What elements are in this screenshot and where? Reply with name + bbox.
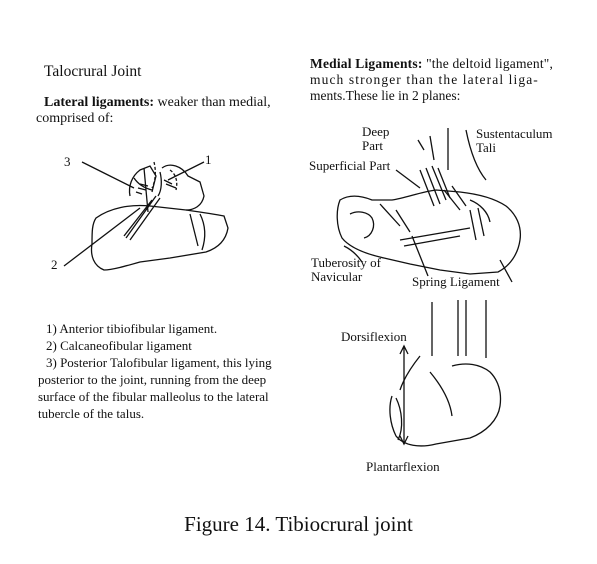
list-item: posterior to the joint, running from the… bbox=[38, 372, 267, 387]
ligament-list: 1) Anterior tibiofibular ligament. 2) Ca… bbox=[38, 320, 311, 422]
lateral-label-3: 3 bbox=[64, 154, 71, 169]
lateral-ankle-drawing bbox=[63, 161, 229, 271]
label-deep-part: Deep Part bbox=[362, 124, 390, 153]
medial-ankle-drawing bbox=[336, 128, 522, 283]
list-item: 2) Calcaneofibular ligament bbox=[46, 338, 192, 353]
label-spring-ligament: Spring Ligament bbox=[412, 274, 500, 289]
lateral-heading-bold: Lateral ligaments: bbox=[44, 95, 155, 110]
list-item: 1) Anterior tibiofibular ligament. bbox=[46, 321, 218, 336]
figure-caption: Figure 14. Tibiocrural joint bbox=[184, 512, 413, 536]
medial-heading-text: "the deltoid ligament", bbox=[422, 56, 554, 71]
label-superficial-part: Superficial Part bbox=[309, 158, 391, 173]
lateral-label-1: 1 bbox=[205, 152, 212, 167]
list-item: 3) Posterior Talofibular ligament, this … bbox=[46, 355, 272, 370]
medial-line-3: ments.These lie in 2 planes: bbox=[310, 88, 461, 103]
lateral-ligaments-heading: Lateral ligaments: weaker than medial, bbox=[44, 95, 314, 111]
list-item: tubercle of the talus. bbox=[38, 406, 145, 421]
lateral-label-2: 2 bbox=[51, 257, 58, 272]
medial-heading-bold: Medial Ligaments: bbox=[310, 56, 423, 71]
label-dorsiflexion: Dorsiflexion bbox=[341, 329, 407, 344]
left-title: Talocrural Joint bbox=[44, 63, 142, 80]
lateral-heading-text: weaker than medial, bbox=[154, 95, 271, 110]
medial-line-2: much stronger than the lateral liga- bbox=[310, 72, 539, 87]
list-item: surface of the fibular malleolus to the … bbox=[38, 389, 269, 404]
label-tuberosity-navicular: Tuberosity of Navicular bbox=[311, 255, 381, 284]
label-sustentaculum-tali: Sustentaculum Tali bbox=[476, 126, 553, 155]
lateral-continuation: comprised of: bbox=[36, 111, 114, 126]
medial-ligaments-heading: Medial Ligaments: "the deltoid ligament"… bbox=[310, 56, 585, 71]
talus-motion-drawing bbox=[389, 300, 502, 447]
label-plantarflexion: Plantarflexion bbox=[366, 459, 440, 474]
